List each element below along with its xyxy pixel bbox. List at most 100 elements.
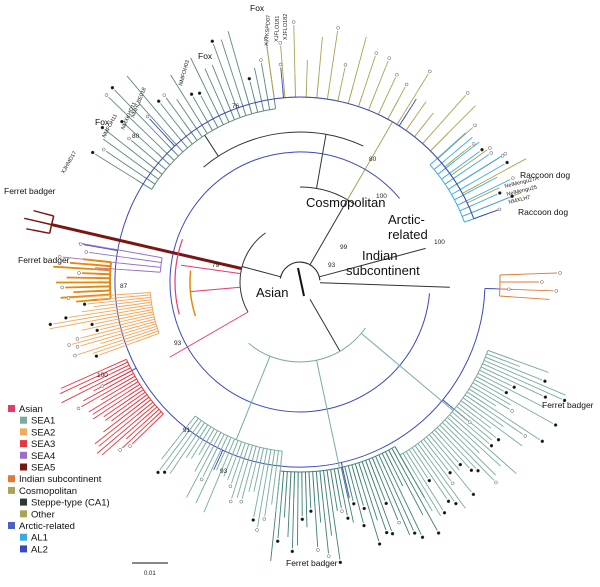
sea1-lower-left-clade-tip <box>271 462 278 505</box>
sea2-clade-tip <box>99 341 136 356</box>
steppe-clade-stem <box>235 104 241 118</box>
sea5-clade-stem <box>34 219 52 226</box>
sea2-dark-clade-tip <box>65 285 95 289</box>
sea3-clade-stem <box>126 391 146 406</box>
tip-dot-filled <box>512 385 516 389</box>
al1-clade-stem <box>433 160 445 170</box>
al2-clade-arc <box>114 96 486 468</box>
steppe-clade-tip <box>123 123 157 153</box>
steppe-clade-stem <box>215 109 224 125</box>
sea1-right-clade-stem <box>468 388 485 399</box>
sea3-clade-tip <box>92 394 130 420</box>
sea3-clade-tip <box>83 387 107 402</box>
steppe-clade-stem <box>259 95 265 111</box>
sea3-clade-stem <box>106 358 127 369</box>
sea1-right-clade-tip <box>458 427 501 467</box>
sea1-right-clade-tip <box>418 464 429 479</box>
sea1-right-clade-tip <box>484 380 504 392</box>
al2-clade-tip <box>83 244 110 250</box>
scale-bar-label: 0.01 <box>144 571 156 577</box>
legend-swatch <box>8 486 15 494</box>
al1-clade-stem <box>437 160 455 175</box>
sea1-lower-left-clade-tip <box>202 456 214 477</box>
sea2-clade-stem <box>123 321 156 331</box>
steppe-clade-stem <box>265 87 271 110</box>
sea2-dark-clade-stem <box>89 263 111 268</box>
sea1-right-clade-tip <box>442 438 470 469</box>
tip-dot-open <box>67 343 71 347</box>
legend-swatch <box>20 498 27 506</box>
sea1-link-b <box>316 360 340 468</box>
tree-branches <box>24 24 566 561</box>
sea1-bottom-clade-stem <box>371 457 381 477</box>
sea4-clade-tip <box>89 251 132 259</box>
sea1-right-clade-stem <box>454 408 466 419</box>
tip-dot-filled <box>505 160 509 165</box>
sea1-right-clade-tip <box>416 468 444 511</box>
legend-label: AL1 <box>31 533 48 544</box>
tip-dot-open <box>374 51 379 55</box>
sea1-bottom-clade-tip <box>324 484 333 536</box>
bootstrap-100-cosmopolitan: 100 <box>376 193 387 200</box>
sea1-right-clade-stem <box>442 422 460 440</box>
sea1-right-clade-stem <box>428 434 438 445</box>
cosmo-other-clade-tip <box>447 127 474 150</box>
tip-dot-open <box>494 480 498 485</box>
sea3-clade-stem <box>104 370 133 386</box>
sea3-clade-tip <box>111 413 121 422</box>
legend-swatch <box>20 510 27 518</box>
al2-clade-stem <box>442 399 449 405</box>
sea1-bottom-clade-tip <box>366 475 387 530</box>
legend-label: SEA3 <box>31 439 55 450</box>
al2-clade-tip <box>213 455 221 471</box>
al1-clade-stem <box>454 193 467 201</box>
tip-dot-open <box>523 434 528 438</box>
sea1-right-clade-tip <box>480 391 510 410</box>
tip-dot-filled <box>562 398 567 403</box>
cosmo-other-clade-stem <box>368 96 375 111</box>
sea1-lower-left-clade-tip <box>253 465 261 492</box>
sea2-clade-arc <box>149 292 160 334</box>
sea1-lower-left-clade-tip <box>253 457 266 518</box>
steppe-clade-stem <box>244 88 253 114</box>
sea1-bottom-clade-tip <box>349 488 354 502</box>
tip-dot-open <box>507 287 511 292</box>
sea1-bottom-clade-tip <box>379 476 399 520</box>
arctic-link <box>357 247 426 267</box>
tip-dot-filled <box>498 191 502 195</box>
sea1-bottom-clade-stem <box>289 471 292 501</box>
tip-dot-open <box>145 114 150 119</box>
tip-dot-filled <box>189 92 194 96</box>
sea1-right-clade-stem <box>485 356 496 362</box>
al1-clade-tip <box>473 193 498 206</box>
sea1-lower-left-clade-stem <box>276 450 279 463</box>
sea2-clade-tip <box>93 303 119 308</box>
sea3-clade-stem <box>135 404 156 421</box>
steppe-clade-stem <box>199 122 208 134</box>
tip-dot-open <box>397 520 401 525</box>
indian-clade-tip <box>512 296 550 300</box>
tip-dot-filled <box>156 470 160 475</box>
clade-label-asian: Asian <box>256 285 289 300</box>
sea1-bottom-clade-stem <box>315 471 319 498</box>
tip-dot-filled <box>384 501 388 506</box>
indian-clade-tip <box>512 288 554 292</box>
sea1-right-clade-stem <box>436 427 450 441</box>
sea1-link-a <box>360 333 454 411</box>
tip-dot-filled <box>390 531 395 536</box>
sea2-dark-clade-stem <box>97 268 111 272</box>
sea2-clade-tip <box>81 306 118 313</box>
sea1-lower-left-clade-tip <box>195 444 224 504</box>
sea3-clade-tip <box>98 414 138 447</box>
sea2-dark-clade-tip <box>73 290 94 293</box>
sea1-bottom-clade-tip <box>287 500 291 538</box>
tip-dot-filled <box>90 322 94 327</box>
sea1-right-clade-stem <box>470 385 481 393</box>
sea2-dark-clade-stem <box>100 293 111 297</box>
sea1-bottom-clade-stem <box>281 471 285 497</box>
cosmo-other-clade-tip <box>352 36 367 86</box>
sea1-right-clade-tip <box>483 398 497 407</box>
sea2-clade-tip <box>53 312 121 325</box>
sea2-clade-tip <box>80 322 141 339</box>
steppe-clade-tip <box>227 31 246 90</box>
